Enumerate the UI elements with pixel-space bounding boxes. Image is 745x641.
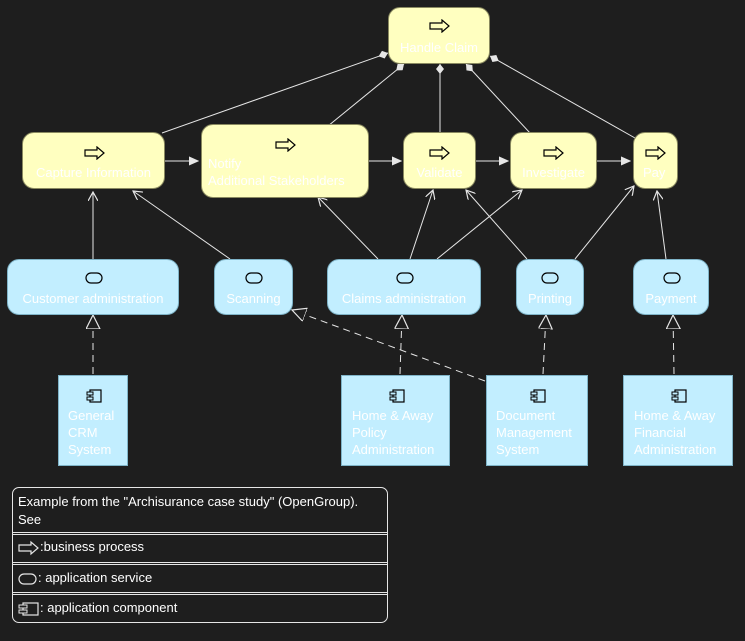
process-arrow-icon (18, 540, 39, 555)
usedby-claimsadmin-investigate (436, 190, 522, 260)
process-capture-information[interactable]: Capture Information (22, 132, 165, 189)
process-arrow-icon (84, 146, 105, 160)
component-icon (530, 389, 546, 403)
process-notify-stakeholders[interactable]: Notify Additional Stakeholders (201, 124, 369, 198)
service-label: Claims administration (341, 291, 467, 306)
realization-financial-payment (673, 315, 674, 375)
component-document-management[interactable]: Document Management System (486, 375, 588, 466)
realization-policy-claimsadmin (400, 315, 402, 375)
process-label: Notify Additional Stakeholders (208, 156, 345, 188)
legend-row-application-service: : application service (18, 570, 152, 586)
legend-application-component-label: : application component (40, 600, 178, 615)
service-pill-icon (18, 572, 37, 585)
service-payment[interactable]: Payment (633, 259, 709, 315)
process-label: Investigate (522, 165, 585, 180)
service-label: Customer administration (22, 291, 164, 306)
process-label: Pay (643, 165, 666, 180)
usedby-scanning-capture (133, 191, 231, 260)
component-home-away-policy[interactable]: Home & Away Policy Administration (341, 375, 450, 466)
service-pill-icon (541, 272, 559, 284)
service-label: Scanning (226, 291, 281, 306)
component-icon (671, 389, 687, 403)
component-label: Home & Away Policy Administration (352, 408, 435, 457)
service-printing[interactable]: Printing (516, 259, 584, 315)
service-claims-administration[interactable]: Claims administration (327, 259, 481, 315)
usedby-claimsadmin-notify (318, 197, 379, 260)
service-customer-administration[interactable]: Customer administration (7, 259, 179, 315)
component-home-away-financial[interactable]: Home & Away Financial Administration (623, 375, 733, 466)
realization-docmgmt-printing (543, 315, 546, 375)
legend-separator (13, 592, 387, 595)
process-label: Handle Claim (399, 40, 479, 55)
legend-row-business-process: :business process (18, 539, 144, 556)
service-pill-icon (663, 272, 681, 284)
legend-separator (13, 562, 387, 565)
legend-note-line1: Example from the "Archisurance case stud… (18, 494, 359, 509)
composition-capture (161, 50, 389, 134)
component-label: Home & Away Financial Administration (634, 408, 717, 457)
component-label: Document Management System (496, 408, 572, 457)
service-label: Printing (527, 291, 573, 306)
process-handle-claim[interactable]: Handle Claim (388, 7, 490, 64)
service-pill-icon (245, 272, 263, 284)
realization-docmgmt-scanning (292, 310, 486, 382)
legend-application-service-label: : application service (38, 570, 153, 585)
component-icon (86, 389, 102, 403)
usedby-payment-pay (657, 191, 667, 260)
usedby-printing-validate (466, 190, 528, 260)
component-icon (389, 389, 405, 403)
process-arrow-icon (275, 138, 296, 152)
component-label: General CRM System (68, 408, 115, 457)
process-label: Validate (416, 165, 463, 180)
legend-row-application-component: : application component (18, 600, 177, 616)
legend-note-line2: See (18, 512, 42, 527)
legend-separator (13, 532, 387, 535)
usedby-claimsadmin-validate (409, 190, 433, 260)
legend: Example from the "Archisurance case stud… (12, 487, 388, 623)
composition-notify (327, 63, 405, 127)
component-icon (18, 601, 39, 616)
process-arrow-icon (429, 19, 450, 33)
composition-pay (489, 54, 636, 139)
process-label: Capture Information (36, 165, 151, 180)
usedby-printing-pay (574, 186, 634, 260)
process-validate[interactable]: Validate (403, 132, 476, 189)
process-arrow-icon (429, 146, 450, 160)
process-arrow-icon (645, 146, 666, 160)
service-pill-icon (396, 272, 414, 284)
process-pay[interactable]: Pay (633, 132, 678, 189)
service-pill-icon (85, 272, 103, 284)
composition-investigate (465, 63, 531, 134)
service-scanning[interactable]: Scanning (214, 259, 293, 315)
legend-business-process-label: :business process (40, 539, 145, 554)
process-arrow-icon (543, 146, 564, 160)
service-label: Payment (645, 291, 697, 306)
component-general-crm[interactable]: General CRM System (58, 375, 128, 466)
process-investigate[interactable]: Investigate (510, 132, 597, 189)
